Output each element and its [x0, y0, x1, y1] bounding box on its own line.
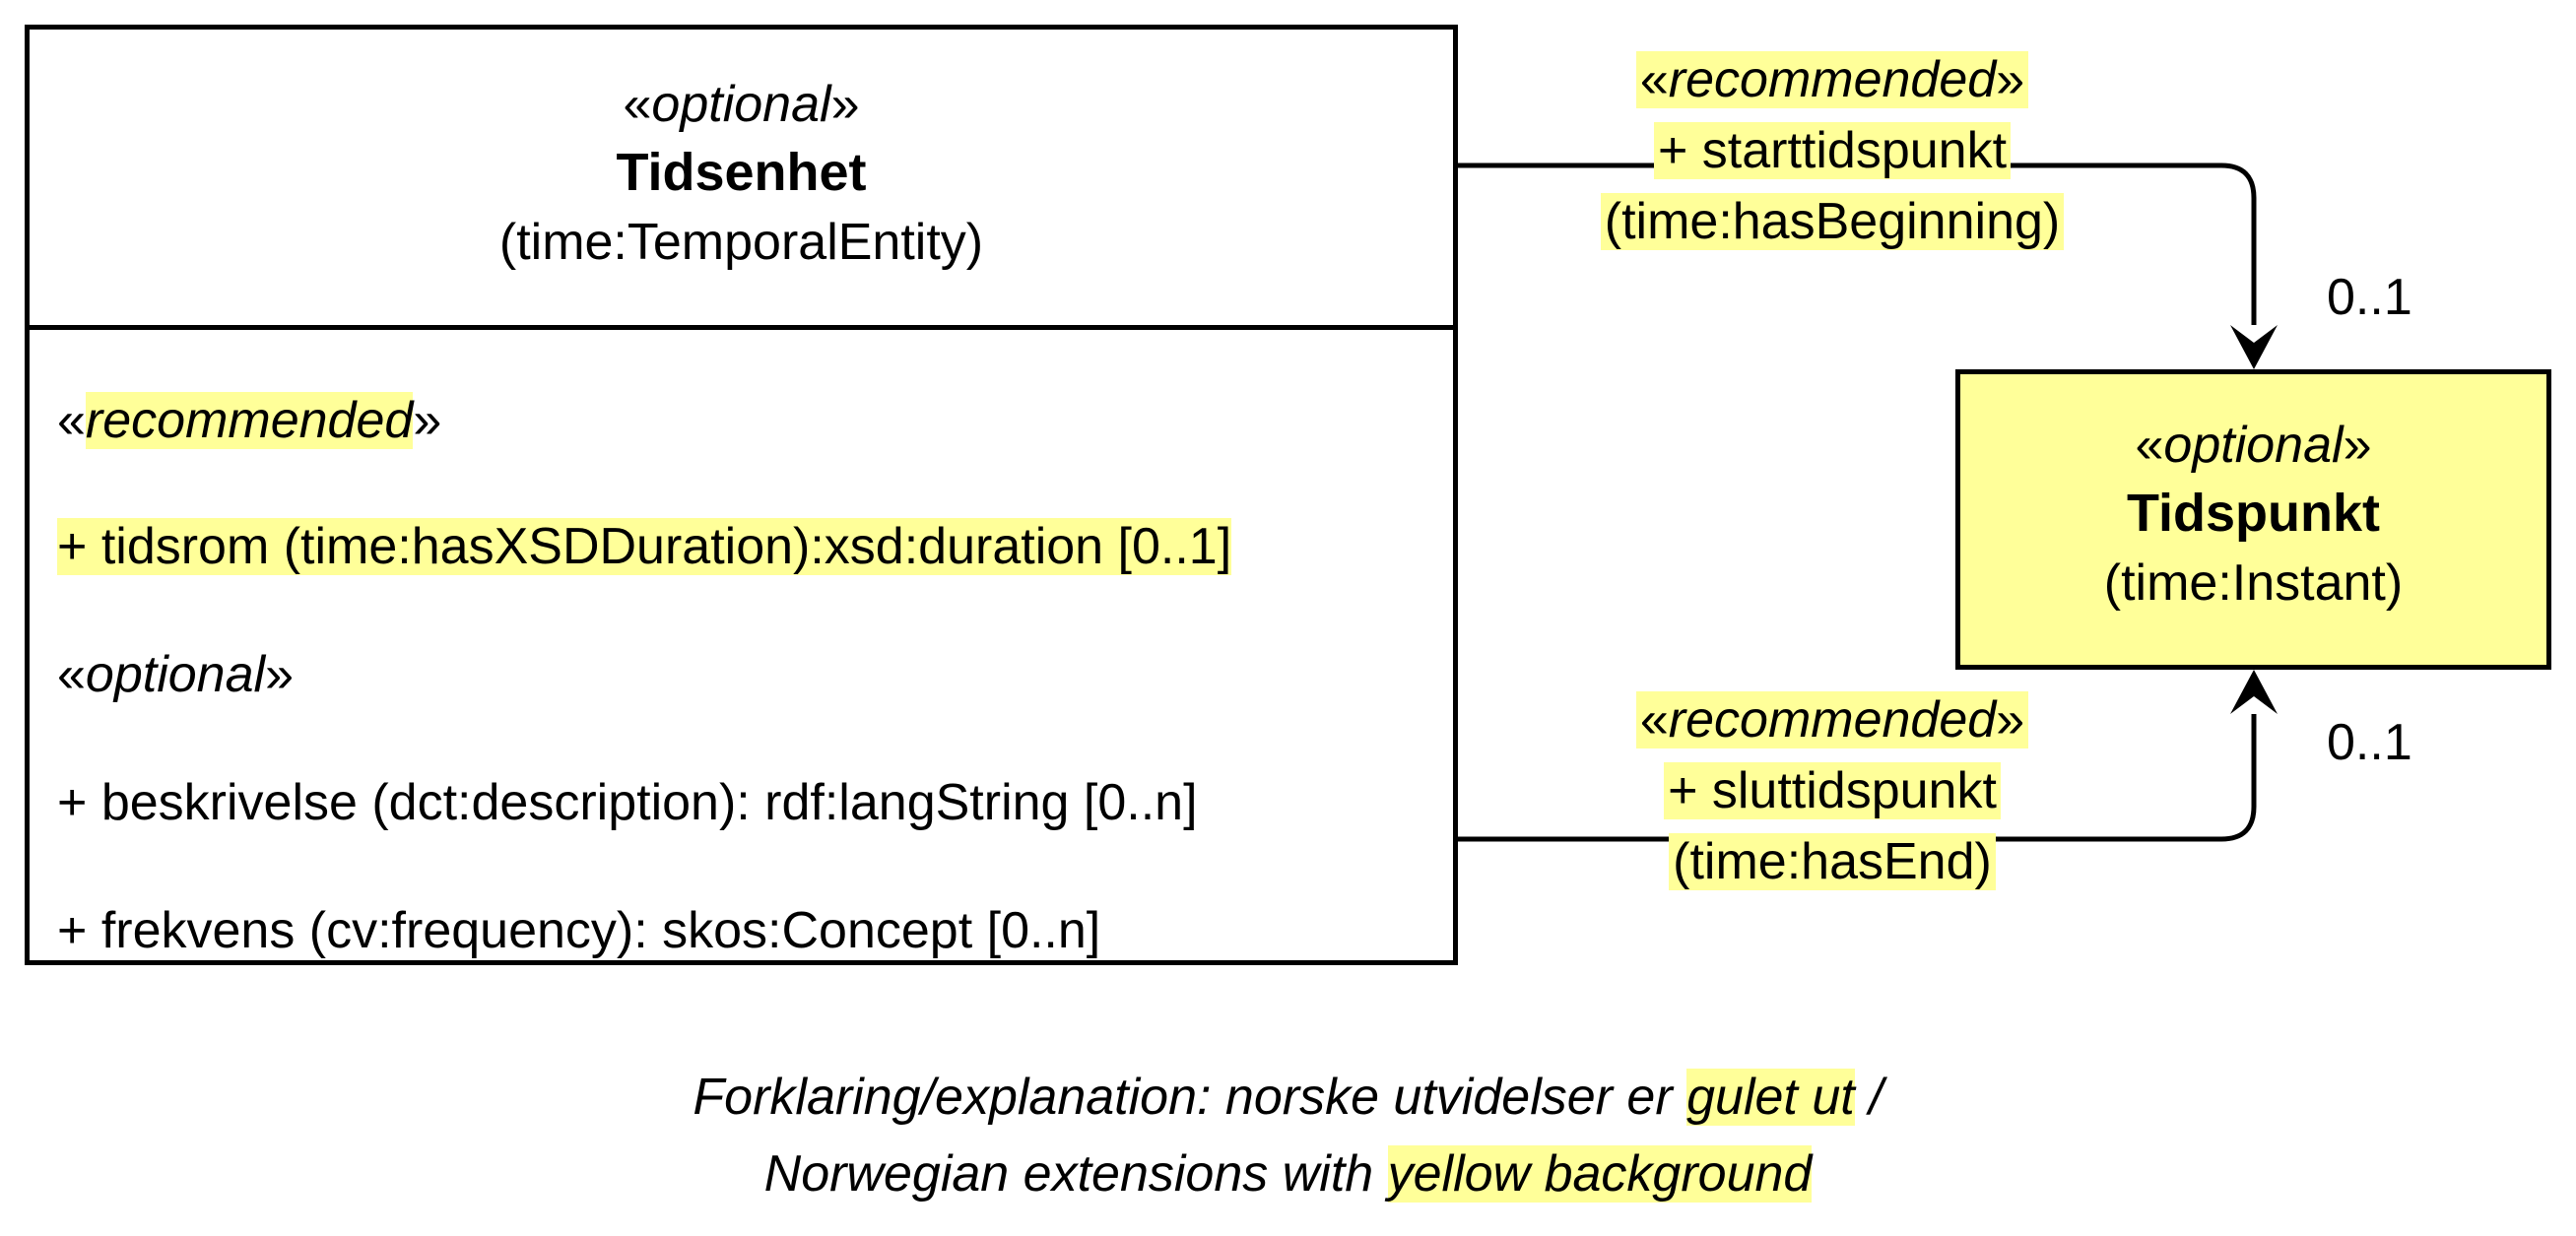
stereotype-recommended: «recommended»: [57, 392, 442, 449]
legend: Forklaring/explanation: norske utvidelse…: [0, 1059, 2576, 1212]
class-tidsenhet-header: «optional» Tidsenhet (time:TemporalEntit…: [30, 30, 1453, 330]
class-tidspunkt-name: Tidspunkt: [2126, 484, 2380, 543]
association-end-arrowhead: [2230, 670, 2278, 714]
association-end-line: [1458, 714, 2257, 842]
class-tidsenhet-stereotype: «optional»: [623, 76, 860, 133]
association-start-label: «recommended» + starttidspunkt (time:has…: [1537, 44, 2128, 257]
class-tidsenhet-name: Tidsenhet: [616, 143, 867, 202]
association-start-multiplicity: 0..1: [2327, 269, 2412, 326]
legend-line-1: Forklaring/explanation: norske utvidelse…: [693, 1069, 1883, 1126]
class-tidspunkt[interactable]: «optional» Tidspunkt (time:Instant): [1955, 369, 2551, 670]
association-start-line: [1458, 163, 2257, 325]
association-end-uri: (time:hasEnd): [1669, 833, 1996, 890]
association-start-name: + starttidspunkt: [1653, 122, 2012, 179]
association-end-multiplicity: 0..1: [2327, 714, 2412, 771]
class-tidspunkt-uri: (time:Instant): [2103, 554, 2404, 612]
class-tidsenhet-uri: (time:TemporalEntity): [498, 214, 984, 271]
association-end-stereotype: «recommended»: [1635, 691, 2029, 748]
association-end-name: + sluttidspunkt: [1664, 762, 2001, 819]
association-start-uri: (time:hasBeginning): [1600, 193, 2065, 250]
legend-line-2: Norwegian extensions with yellow backgro…: [763, 1145, 1813, 1203]
class-tidspunkt-stereotype: «optional»: [2135, 417, 2372, 474]
class-tidsenhet[interactable]: «optional» Tidsenhet (time:TemporalEntit…: [25, 25, 1458, 965]
attribute-frekvens: + frekvens (cv:frequency): skos:Concept …: [57, 902, 1101, 959]
association-start-stereotype: «recommended»: [1635, 51, 2029, 108]
association-start-arrowhead: [2230, 325, 2278, 369]
attribute-beskrivelse: + beskrivelse (dct:description): rdf:lan…: [57, 774, 1198, 831]
association-end-label: «recommended» + sluttidspunkt (time:hasE…: [1537, 684, 2128, 897]
stereotype-optional: «optional»: [57, 646, 294, 703]
attribute-tidsrom: + tidsrom (time:hasXSDDuration):xsd:dura…: [57, 518, 1232, 575]
